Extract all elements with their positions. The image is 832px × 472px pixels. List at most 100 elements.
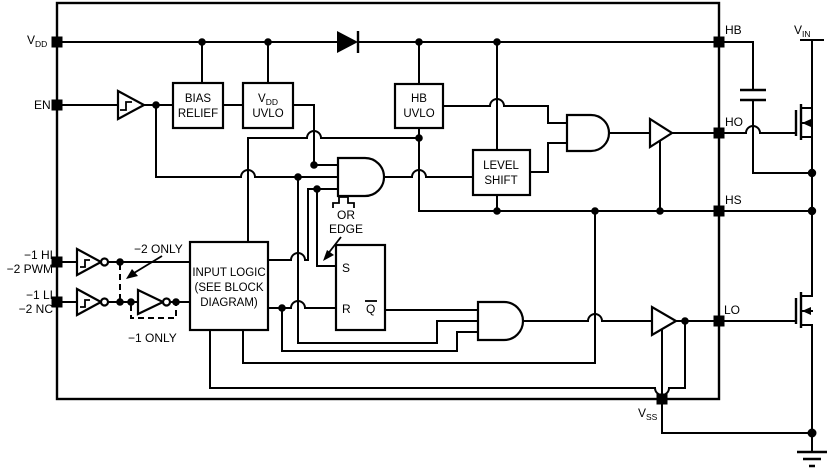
vss-label-main: V bbox=[638, 406, 646, 420]
minus2-only-arrowhead bbox=[126, 269, 138, 279]
wire-hs-ref-rail bbox=[247, 130, 420, 243]
mosfet-high-side-icon bbox=[794, 104, 811, 140]
hi-label-line1: −1 HI bbox=[24, 248, 53, 262]
vin-label-main: V bbox=[794, 23, 802, 37]
wire-dashed-minus1-box bbox=[130, 305, 177, 319]
input-logic-label-1: INPUT LOGIC bbox=[192, 267, 265, 279]
ho-driver-triangle bbox=[648, 116, 675, 150]
input-logic-label-3: DIAGRAM) bbox=[200, 297, 258, 309]
li-inverter-triangle bbox=[75, 287, 104, 317]
wire-r-line bbox=[264, 300, 337, 309]
bias-relief-label-1: BIAS bbox=[185, 93, 212, 105]
ic-package-outline bbox=[55, 1, 721, 401]
vdd-uvlo-label-1: VDD bbox=[258, 93, 278, 107]
vdd-uvlo-block: VDD UVLO bbox=[241, 81, 295, 130]
and-gate-ho-icon bbox=[565, 113, 611, 153]
lo-driver-triangle bbox=[650, 305, 679, 337]
or-edge-arrowhead bbox=[323, 250, 334, 261]
hi-inverter-triangle bbox=[75, 247, 104, 277]
wire-bootstrap-cap bbox=[723, 41, 813, 174]
vdd-uvlo-sub: DD bbox=[266, 97, 278, 107]
wire-lo-path bbox=[523, 313, 720, 322]
input-logic-box bbox=[188, 240, 270, 332]
hb-uvlo-block: HB UVLO bbox=[393, 82, 445, 130]
wire-r-branch bbox=[281, 307, 479, 352]
input-logic-block: INPUT LOGIC (SEE BLOCK DIAGRAM) bbox=[188, 240, 270, 332]
wire-top-drops bbox=[201, 41, 498, 151]
hi-inverter-hysteresis-glyph bbox=[80, 259, 90, 268]
li-schmitt-inverter-icon bbox=[75, 287, 110, 317]
pin-en bbox=[51, 99, 63, 111]
diode-anode-triangle bbox=[337, 31, 358, 53]
pin-vdd bbox=[51, 36, 63, 48]
mosfet-hs-body-arrow bbox=[802, 119, 811, 127]
ground-icon bbox=[797, 450, 827, 468]
hb-label: HB bbox=[725, 23, 742, 37]
wire-en-branch bbox=[297, 176, 479, 344]
vin-label: VIN bbox=[794, 23, 811, 39]
vdd-uvlo-main: V bbox=[258, 93, 266, 105]
external-wires bbox=[661, 39, 827, 468]
and-gate-hi-enable-icon bbox=[336, 156, 386, 198]
level-shift-box bbox=[471, 148, 532, 197]
and-gate-lo-icon bbox=[476, 300, 525, 342]
or-edge-annotation: OR EDGE bbox=[323, 196, 363, 261]
or-edge-label-1: OR bbox=[337, 208, 355, 222]
minus2-only-annotation: −2 ONLY bbox=[126, 242, 183, 279]
en-buffer-hysteresis-glyph bbox=[120, 101, 132, 111]
wire-hs-feedback bbox=[242, 210, 596, 364]
pin-hs bbox=[713, 205, 725, 217]
en-label: EN bbox=[34, 98, 51, 112]
ground-bars bbox=[797, 450, 827, 468]
pulse-icon bbox=[332, 196, 355, 208]
pin-lo bbox=[713, 315, 725, 327]
li-inverter-hysteresis-glyph bbox=[80, 299, 90, 308]
bias-relief-label-2: RELIEF bbox=[178, 108, 218, 120]
hb-uvlo-label-1: HB bbox=[411, 93, 427, 105]
wire-hbuvlo-out bbox=[442, 98, 568, 124]
hi-label-line2: −2 PWM bbox=[7, 262, 53, 276]
minus1-only-label: −1 ONLY bbox=[128, 331, 177, 345]
wire-hi-logic bbox=[267, 188, 339, 267]
vdd-uvlo-label-2: UVLO bbox=[252, 108, 283, 120]
minus1-inverter-triangle bbox=[136, 288, 166, 316]
en-buffer-triangle bbox=[116, 89, 147, 121]
bootstrap-diode-icon bbox=[337, 31, 360, 53]
pin-li bbox=[51, 296, 63, 308]
lo-driver-buffer-icon bbox=[650, 305, 679, 337]
latch-qbar-label: Q bbox=[366, 302, 375, 316]
vss-label: VSS bbox=[638, 406, 658, 422]
level-shift-block: LEVEL SHIFT bbox=[471, 148, 532, 197]
hi-inverter-bubble bbox=[99, 257, 110, 267]
junction-dots bbox=[116, 38, 817, 438]
wire-and1-out bbox=[383, 169, 474, 178]
hi-schmitt-inverter-icon bbox=[75, 247, 110, 277]
vdd-label-sub: DD bbox=[35, 39, 47, 49]
sr-latch-block: S R Q bbox=[334, 243, 387, 332]
latch-s-label: S bbox=[342, 261, 350, 275]
wire-vdduvlo-out bbox=[292, 104, 339, 166]
minus2-only-arrow-line bbox=[133, 255, 163, 274]
en-schmitt-buffer-icon bbox=[116, 89, 147, 121]
minus1-option-inverter-icon bbox=[136, 288, 172, 316]
hs-label: HS bbox=[725, 193, 742, 207]
latch-r-label: R bbox=[342, 302, 351, 316]
level-shift-label-1: LEVEL bbox=[483, 160, 519, 172]
hb-uvlo-label-2: UVLO bbox=[403, 108, 434, 120]
minus2-only-label: −2 ONLY bbox=[134, 242, 183, 256]
li-label-line2: −2 NC bbox=[19, 302, 54, 316]
wire-levelshift-out bbox=[529, 142, 568, 173]
bias-relief-box bbox=[171, 81, 225, 130]
vdd-uvlo-box bbox=[241, 81, 295, 130]
pin-hb bbox=[713, 36, 725, 48]
ic-pins bbox=[51, 36, 725, 405]
or-edge-label-2: EDGE bbox=[329, 222, 363, 236]
vin-label-sub: IN bbox=[802, 29, 811, 39]
pin-vss bbox=[656, 393, 668, 405]
wire-power-stage bbox=[661, 39, 824, 453]
ho-driver-buffer-icon bbox=[648, 116, 675, 150]
mosfet-ls-body-arrow bbox=[802, 307, 811, 315]
input-logic-label-2: (SEE BLOCK bbox=[194, 282, 263, 294]
